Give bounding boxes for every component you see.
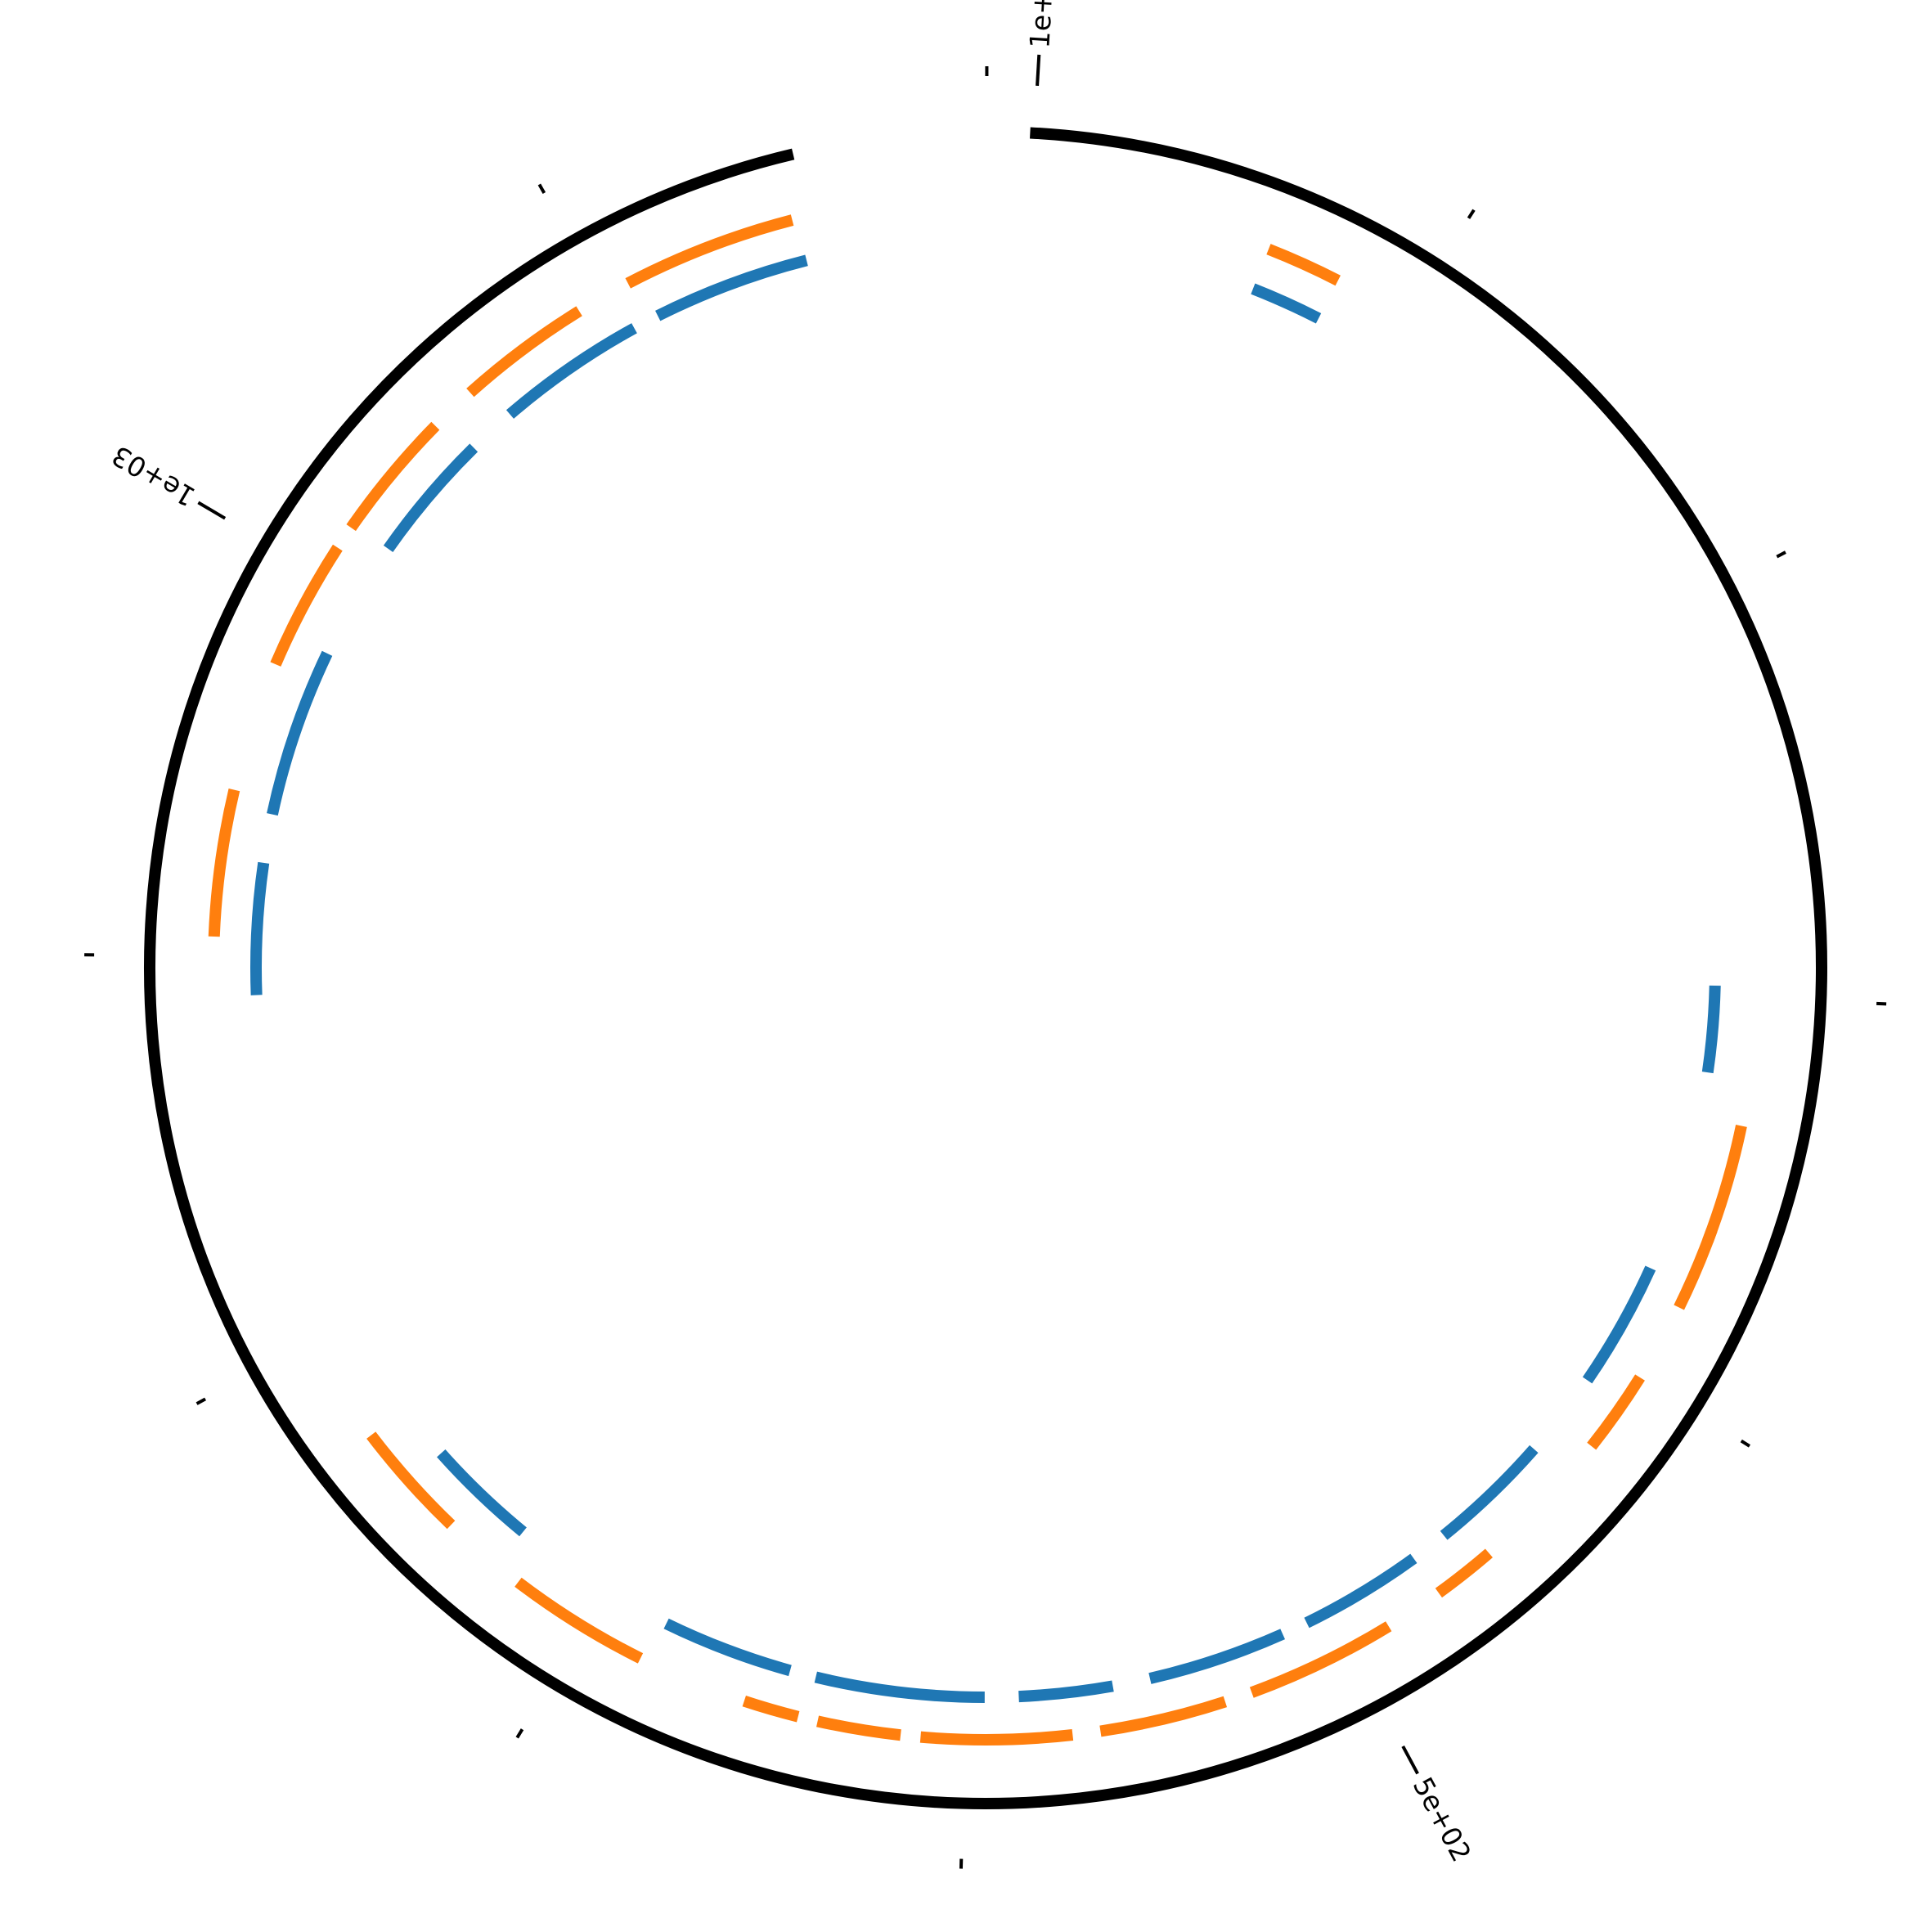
feature-outer-15 <box>1702 1125 1747 1243</box>
tick-minor-7 <box>515 1728 524 1739</box>
tick-minor-11 <box>537 183 546 194</box>
feature-outer-5 <box>366 1431 456 1530</box>
feature-inner-13 <box>1701 985 1721 1074</box>
feature-outer-0 <box>625 214 794 289</box>
tick-minor-4 <box>1740 1439 1751 1448</box>
feature-outer-8 <box>816 1715 901 1741</box>
tick-label-5: 5e+02 <box>1407 1772 1478 1867</box>
tick-minor-2 <box>1776 550 1786 559</box>
tick-minor-8 <box>195 1397 207 1405</box>
feature-inner-9 <box>1148 1629 1286 1684</box>
feature-inner-10 <box>1304 1553 1418 1629</box>
tick-label-0: 1e+00 <box>1023 0 1060 49</box>
tick-minor-1 <box>1467 209 1476 219</box>
feature-outer-1 <box>466 306 582 398</box>
feature-outer-4 <box>208 788 240 937</box>
feature-inner-14 <box>1251 283 1322 324</box>
feature-outer-16 <box>1266 244 1341 286</box>
track-outer <box>208 214 1747 1746</box>
feature-inner-3 <box>267 650 333 816</box>
feature-outer-7 <box>742 1696 800 1723</box>
feature-inner-2 <box>383 443 479 552</box>
feature-inner-4 <box>250 861 270 995</box>
feature-inner-0 <box>655 254 808 321</box>
genome-ring <box>144 127 1827 1810</box>
tick-marks: 1e+00 5e+02 1e+03 <box>84 0 1887 1869</box>
feature-inner-1 <box>505 323 637 419</box>
tick-major-0 <box>1036 54 1041 86</box>
feature-inner-12 <box>1582 1265 1656 1384</box>
feature-inner-7 <box>814 1671 985 1703</box>
feature-inner-5 <box>437 1449 527 1537</box>
feature-outer-14 <box>1674 1228 1718 1310</box>
feature-outer-3 <box>270 544 343 667</box>
feature-outer-13 <box>1587 1374 1645 1450</box>
feature-tracks <box>208 214 1747 1746</box>
feature-outer-11 <box>1249 1621 1392 1698</box>
feature-outer-9 <box>919 1729 1074 1746</box>
feature-outer-10 <box>1099 1696 1228 1737</box>
feature-inner-8 <box>1018 1680 1114 1703</box>
feature-outer-12 <box>1435 1548 1493 1598</box>
genome-backbone-arc <box>144 127 1827 1810</box>
feature-outer-6 <box>514 1577 644 1664</box>
feature-outer-2 <box>346 421 440 532</box>
track-inner <box>250 254 1721 1703</box>
tick-label-10: 1e+03 <box>106 439 200 513</box>
tick-major-5 <box>1401 1745 1419 1775</box>
tick-major-10 <box>197 501 227 520</box>
feature-inner-11 <box>1440 1445 1539 1540</box>
feature-inner-6 <box>663 1618 792 1677</box>
